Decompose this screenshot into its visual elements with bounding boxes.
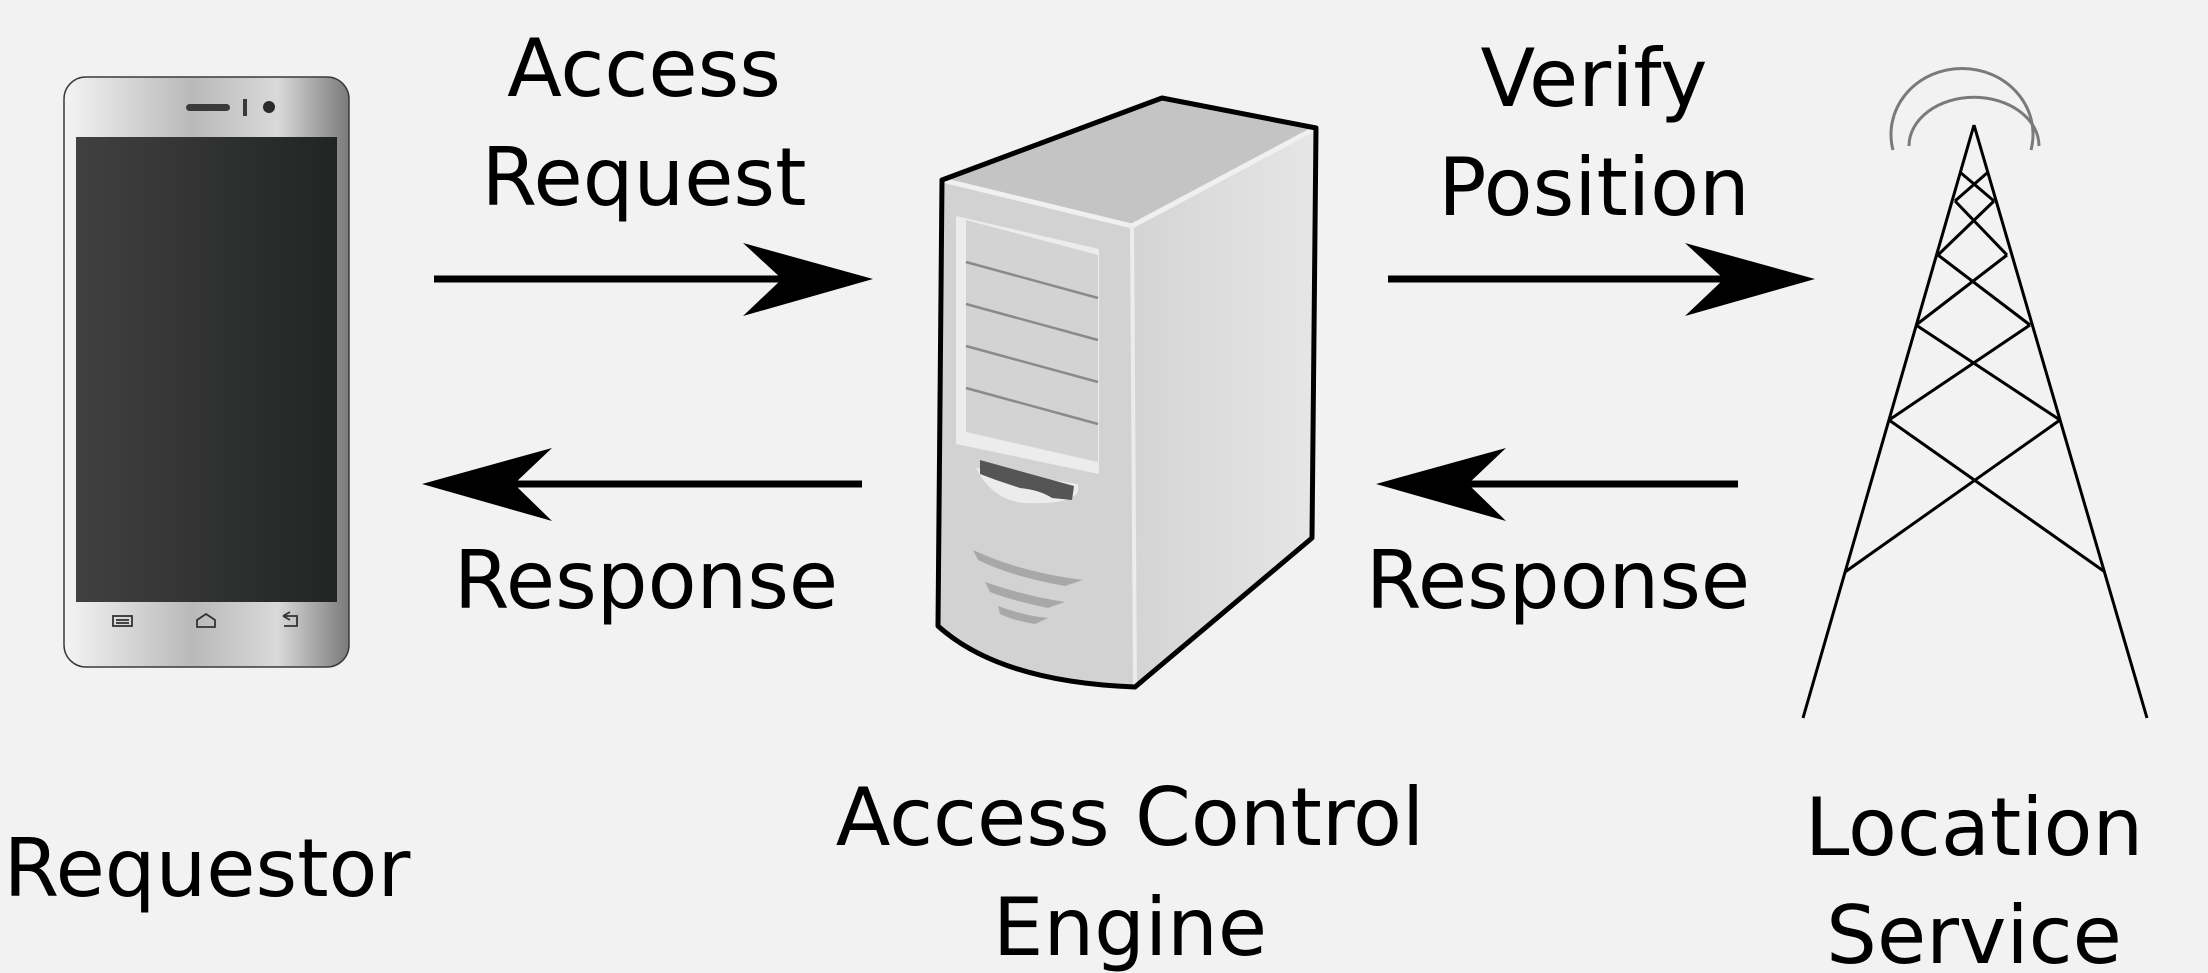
location-label-line2: Service [1826,889,2122,973]
response-to-requestor-arrow [422,448,862,521]
engine-label-line2: Engine [993,881,1267,973]
radio-tower-icon [1801,67,2149,719]
verify-position-label-line2: Position [1438,141,1749,234]
access-request-label-line2: Request [482,131,807,224]
response-from-location-label: Response [1366,534,1750,627]
verify-position-label-line1: Verify [1481,32,1708,125]
server-tower-icon [935,95,1319,690]
access-request-arrow [434,243,873,316]
smartphone-icon [63,76,350,668]
response-to-requestor-label: Response [454,534,838,627]
location-label-line1: Location [1805,781,2143,874]
response-from-location-arrow [1376,448,1738,521]
engine-label-line1: Access Control [836,771,1424,864]
requestor-label: Requestor [4,822,411,915]
verify-position-arrow [1388,243,1815,316]
access-request-label-line1: Access [507,22,781,115]
